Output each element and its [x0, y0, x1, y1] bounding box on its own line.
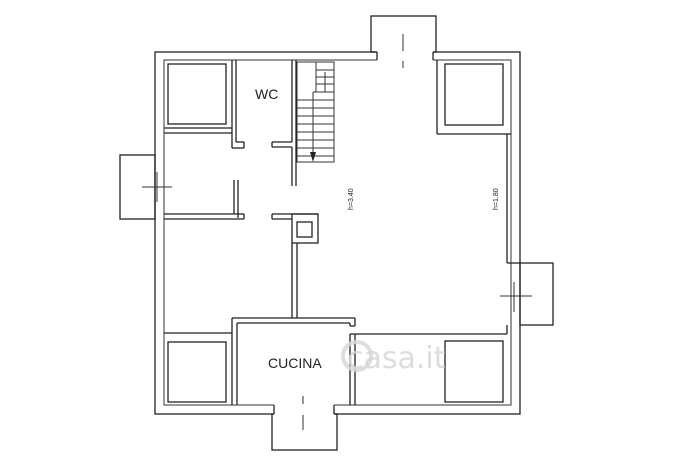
stair-arrow-icon — [310, 152, 316, 162]
interior-walls — [164, 60, 520, 405]
pillar-top-right — [444, 63, 504, 126]
height-label-side: h=1.80 — [493, 188, 500, 210]
pillar-top-left — [167, 63, 227, 125]
pillar-bottom-left — [167, 341, 227, 403]
corner-pillars — [167, 63, 504, 403]
height-label-main: h=3.40 — [348, 188, 355, 210]
window-right — [500, 262, 554, 326]
room-label-wc: WC — [255, 86, 278, 102]
staircase — [296, 61, 335, 163]
window-left — [119, 154, 172, 220]
pillar-bottom-right — [444, 340, 504, 403]
outer-walls — [154, 51, 521, 415]
watermark-logo-icon — [341, 340, 373, 372]
window-openings — [273, 51, 434, 415]
watermark: casa.it — [341, 340, 446, 376]
watermark-text: casa.it — [347, 341, 446, 376]
room-label-kitchen: CUCINA — [268, 355, 322, 371]
